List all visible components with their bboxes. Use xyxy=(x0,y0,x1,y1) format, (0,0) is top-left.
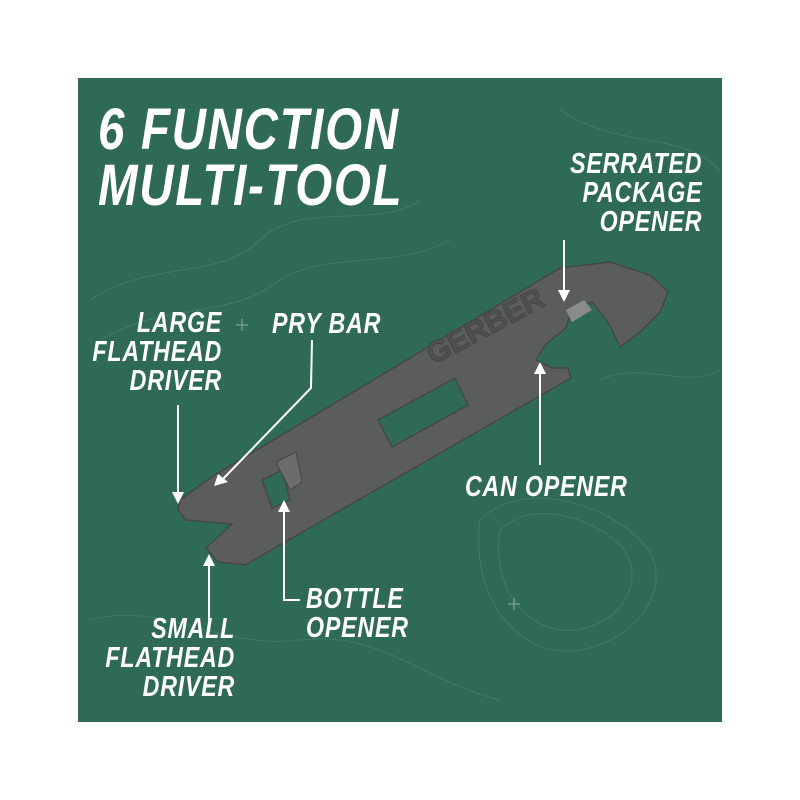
title: 6 FUNCTION MULTI-TOOL xyxy=(98,97,404,218)
bottle-opener-tab xyxy=(275,451,303,491)
callout-arrows xyxy=(177,240,565,620)
label-pry-bar: PRY BAR xyxy=(272,308,382,340)
label-can-opener: CAN OPENER xyxy=(465,471,628,503)
tool-body xyxy=(177,261,669,566)
multi-tool-image: GERBER xyxy=(172,240,669,620)
serration xyxy=(566,300,592,322)
arrowheads xyxy=(172,290,570,566)
topo-lines xyxy=(89,109,721,701)
